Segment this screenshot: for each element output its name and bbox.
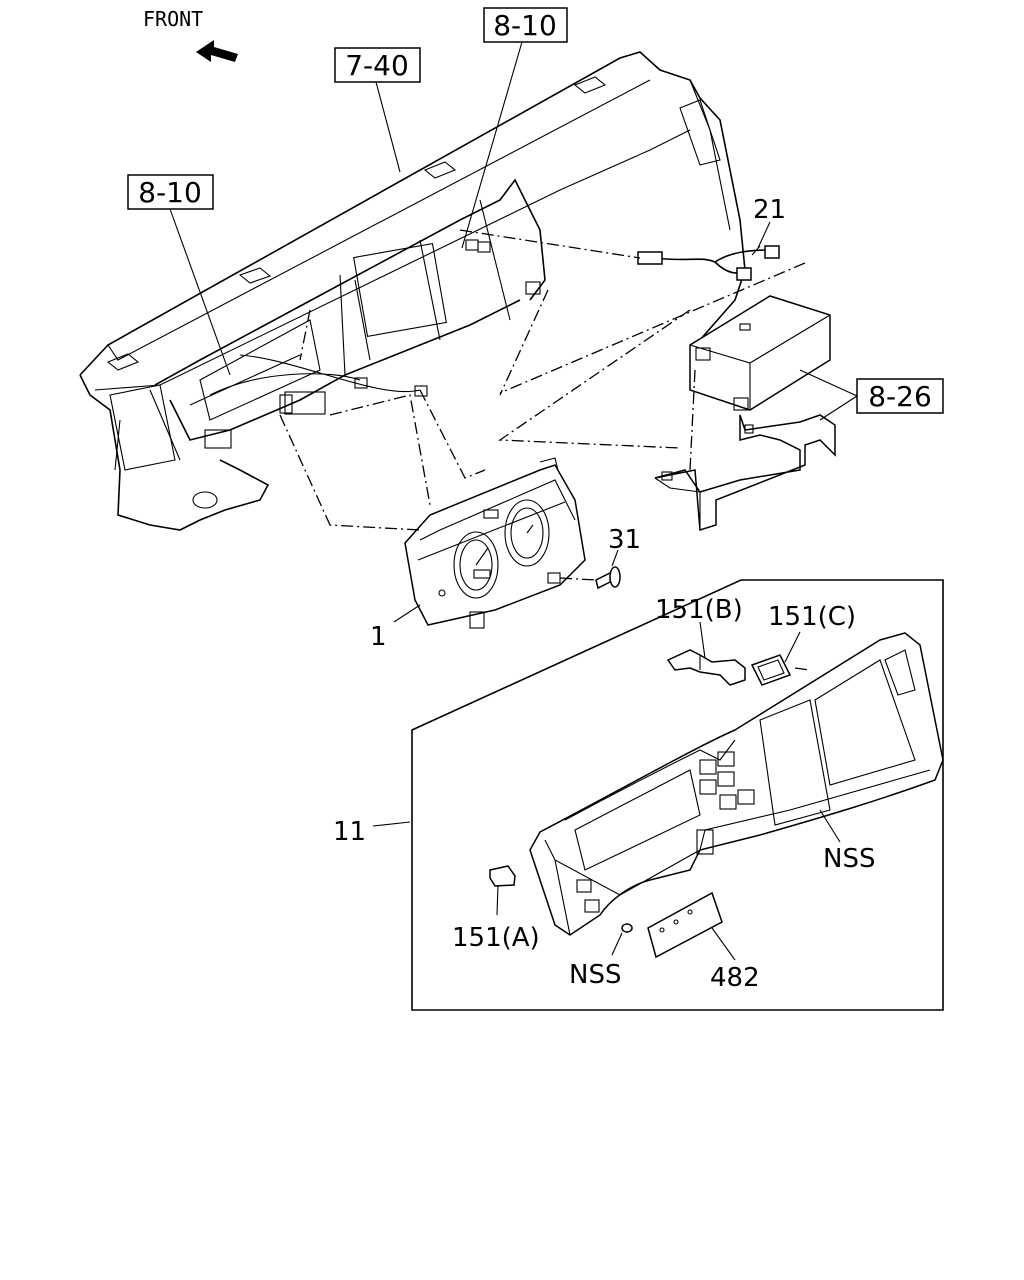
callout-151c: 151(C) — [768, 602, 856, 632]
leader-lines — [169, 41, 858, 961]
front-arrow-icon — [196, 40, 238, 62]
part-151c[interactable] — [750, 654, 792, 686]
ref-box-8-10-top[interactable]: 8-10 — [483, 7, 568, 43]
plate-482[interactable] — [647, 891, 723, 959]
screw-31[interactable] — [595, 566, 621, 590]
callout-nss-bottom: NSS — [569, 960, 621, 990]
control-module[interactable] — [689, 295, 831, 411]
mounting-bracket[interactable] — [654, 414, 836, 531]
front-label: FRONT — [143, 7, 203, 31]
callout-1: 1 — [370, 622, 387, 652]
ref-label-8-10-top: 8-10 — [493, 9, 557, 42]
part-151a[interactable] — [489, 865, 516, 887]
dashboard-assembly — [79, 51, 746, 531]
ref-label-7-40: 7-40 — [345, 49, 409, 82]
ref-label-8-10-left: 8-10 — [138, 176, 202, 209]
wiring-harness-21[interactable] — [637, 245, 780, 281]
callout-nss-right: NSS — [823, 844, 875, 874]
callout-11: 11 — [333, 817, 366, 847]
part-151b[interactable] — [666, 649, 746, 686]
assembly-lines — [279, 229, 811, 671]
ref-box-8-10-left[interactable]: 8-10 — [127, 174, 214, 210]
instrument-cluster[interactable] — [404, 457, 586, 629]
callout-31: 31 — [608, 525, 641, 555]
callout-21: 21 — [753, 195, 786, 225]
ref-box-8-26[interactable]: 8-26 — [856, 378, 944, 414]
callout-482: 482 — [710, 963, 760, 993]
cluster-bezel[interactable] — [529, 632, 944, 936]
nss-nut[interactable] — [621, 923, 633, 933]
ref-label-8-26: 8-26 — [868, 380, 932, 413]
callout-151b: 151(B) — [655, 595, 743, 625]
ref-box-7-40[interactable]: 7-40 — [334, 47, 421, 83]
parts-kit-frame — [411, 579, 944, 1011]
callout-151a: 151(A) — [452, 923, 540, 953]
